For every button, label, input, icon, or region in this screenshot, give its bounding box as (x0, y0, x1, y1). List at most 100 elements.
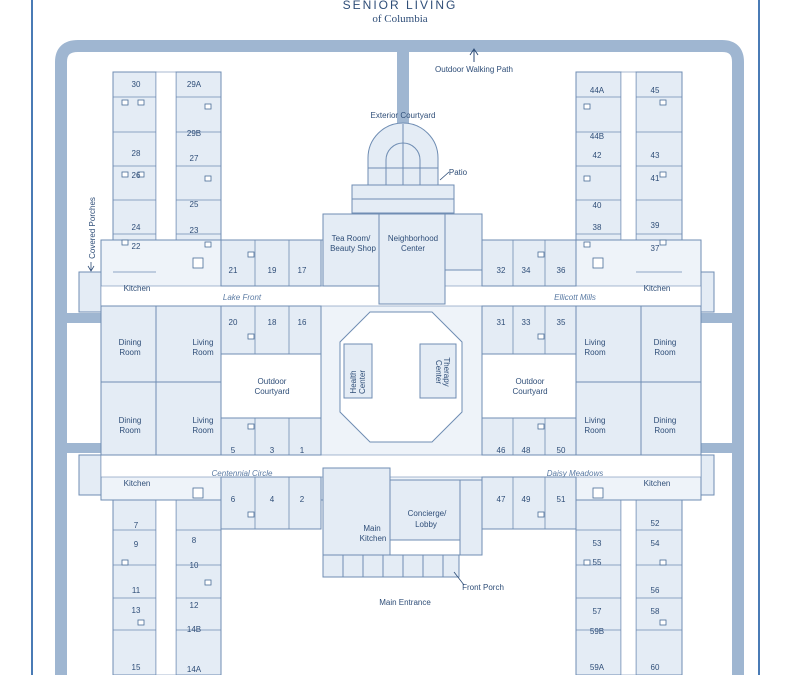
living-room-label-2: Room (192, 426, 214, 435)
outdoor-courtyard-right (481, 353, 577, 419)
room-number: 29A (187, 80, 202, 89)
living-label-2: Living (193, 416, 214, 425)
room-number: 18 (268, 318, 277, 327)
lake-front-label: Lake Front (223, 293, 262, 302)
room-number: 29B (187, 129, 201, 138)
daisy-meadows-label: Daisy Meadows (547, 469, 603, 478)
brand-subtitle: of Columbia (372, 13, 428, 25)
neighborhood-side (444, 213, 483, 271)
kitchen-label-nw: Kitchen (124, 284, 151, 293)
therapy-center (419, 343, 457, 399)
concierge-label-line2: Lobby (415, 520, 437, 529)
room-number: 55 (593, 558, 602, 567)
row-d-left (220, 476, 322, 530)
room-number: 41 (651, 174, 660, 183)
right-dining-living (575, 305, 702, 456)
room-number: 42 (593, 151, 602, 160)
room-number: 39 (651, 221, 660, 230)
living-room-label-4: Room (584, 426, 606, 435)
living-room-label-1: Room (192, 348, 214, 357)
outdoor-courtyard-left (220, 353, 322, 419)
room-number: 5 (231, 446, 236, 455)
row-c-right (481, 417, 577, 456)
neighborhood-label-line2: Center (401, 244, 425, 253)
covered-porches-arrow (87, 262, 95, 272)
outdoor-label-left: Outdoor (258, 377, 287, 386)
room-number: 6 (231, 495, 236, 504)
dining-room-label-3: Room (654, 348, 676, 357)
room-number: 56 (651, 586, 660, 595)
walking-path-label: Outdoor Walking Path (435, 65, 513, 74)
room-number: 46 (497, 446, 506, 455)
kitchen-label-se: Kitchen (644, 479, 671, 488)
centennial-circle-label: Centennial Circle (212, 469, 273, 478)
path-connector-right-bottom (700, 443, 738, 453)
room-number: 44B (590, 132, 604, 141)
room-number: 14B (187, 625, 201, 634)
dining-room-label-4: Room (654, 426, 676, 435)
room-number: 57 (593, 607, 602, 616)
room-number: 15 (132, 663, 141, 672)
kitchen-label-sw: Kitchen (124, 479, 151, 488)
row-d-right (481, 476, 577, 530)
covered-porches-label: Covered Porches (88, 197, 97, 259)
patio-label: Patio (449, 168, 468, 177)
room-number: 8 (192, 536, 197, 545)
left-dining-living (100, 305, 222, 456)
room-number: 26 (132, 171, 141, 180)
room-number: 20 (229, 318, 238, 327)
room-number: 52 (651, 519, 660, 528)
room-number: 9 (134, 540, 139, 549)
room-number: 45 (651, 86, 660, 95)
neighborhood-label-line1: Neighborhood (388, 234, 438, 243)
room-number: 59B (590, 627, 604, 636)
room-number: 47 (497, 495, 506, 504)
room-number: 28 (132, 149, 141, 158)
outdoor-label-right: Outdoor (516, 377, 545, 386)
concierge-label-line1: Concierge/ (408, 509, 447, 518)
row-b-left (220, 305, 322, 355)
room-number: 30 (132, 80, 141, 89)
living-label-1: Living (193, 338, 214, 347)
room-number: 40 (593, 201, 602, 210)
entrance-wing (459, 479, 483, 556)
room-numbers: 30 28 26 24 22 7 9 11 13 15 29A 29B 27 2… (132, 80, 660, 674)
room-number: 21 (229, 266, 238, 275)
dining-room-label-2: Room (119, 426, 141, 435)
path-connector-left-bottom (61, 443, 101, 453)
room-number: 34 (522, 266, 531, 275)
dining-label-2: Dining (119, 416, 142, 425)
patio-leader (439, 171, 450, 181)
living-room-label-3: Room (584, 348, 606, 357)
front-porch-leader (453, 571, 465, 586)
wing-room-dividers (113, 96, 682, 631)
room-number: 12 (190, 601, 199, 610)
room-number: 17 (298, 266, 307, 275)
room-number: 59A (590, 663, 605, 672)
courtyard-label-right: Courtyard (512, 387, 547, 396)
room-number: 4 (270, 495, 275, 504)
tea-room-label-line2: Beauty Shop (330, 244, 376, 253)
frame-right-rule (758, 0, 760, 675)
main-kitchen-label-line2: Kitchen (360, 534, 387, 543)
room-number: 38 (593, 223, 602, 232)
room-number: 54 (651, 539, 660, 548)
living-label-3: Living (585, 338, 606, 347)
dining-room-label-1: Room (119, 348, 141, 357)
concierge-lobby (389, 479, 461, 541)
room-number: 23 (190, 226, 199, 235)
room-number: 44A (590, 86, 605, 95)
room-number: 2 (300, 495, 305, 504)
main-kitchen (322, 467, 391, 559)
room-number: 11 (132, 586, 141, 595)
dining-label-4: Dining (654, 416, 677, 425)
tea-room-label-line1: Tea Room/ (332, 234, 371, 243)
room-number: 50 (557, 446, 566, 455)
room-number: 53 (593, 539, 602, 548)
room-number: 36 (557, 266, 566, 275)
path-connector-right-top (700, 313, 738, 323)
health-label-line1: Health (349, 370, 358, 393)
exterior-courtyard-label: Exterior Courtyard (371, 111, 436, 120)
room-number: 3 (270, 446, 275, 455)
